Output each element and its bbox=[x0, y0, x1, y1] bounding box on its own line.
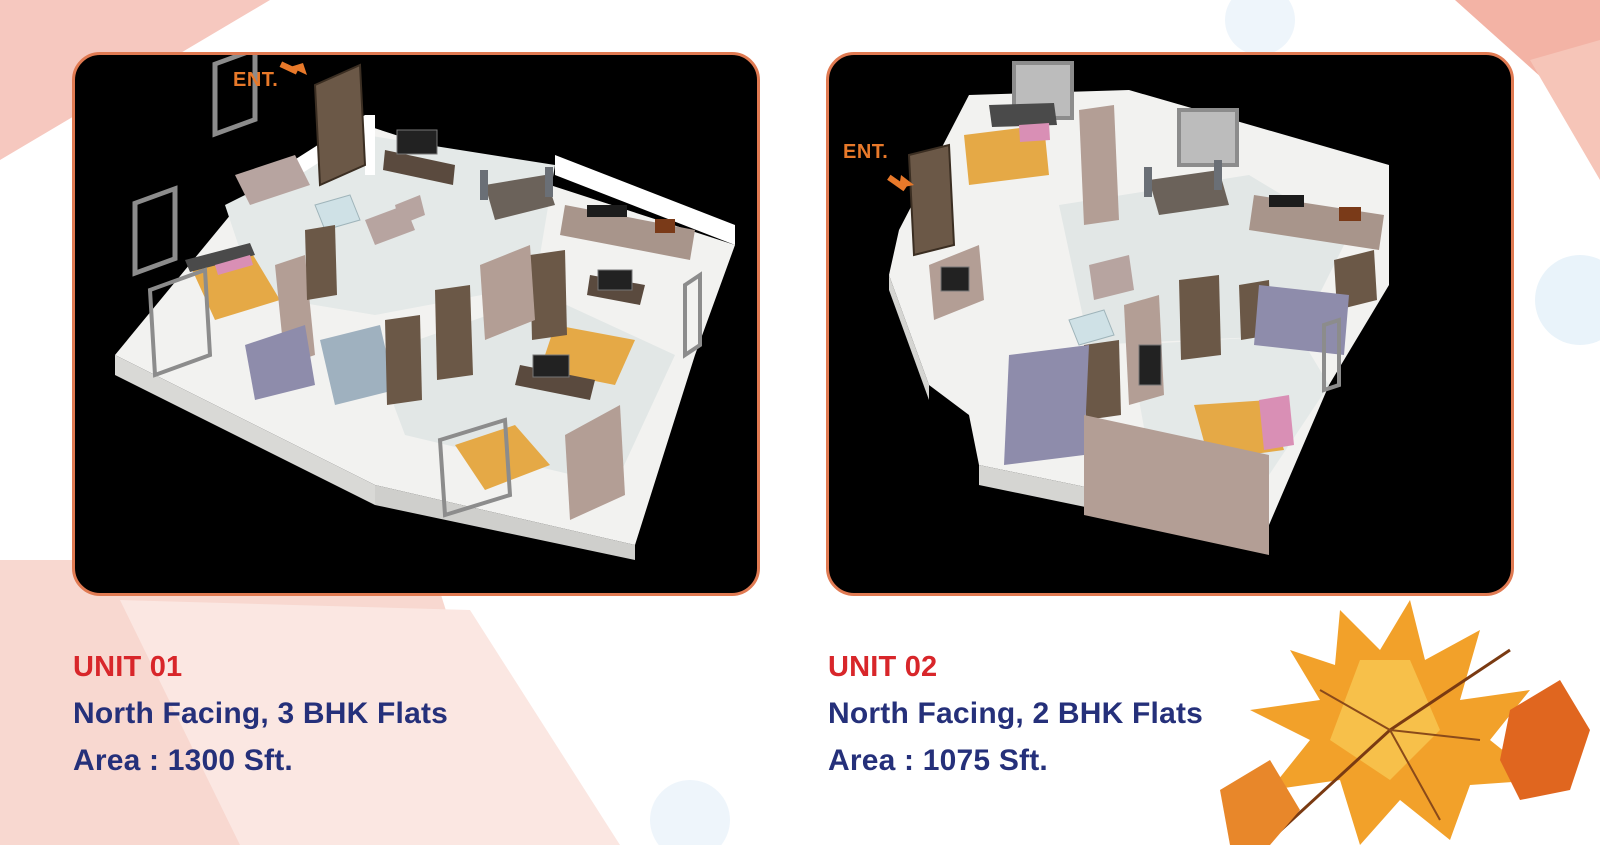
unit-02-floor-plan-render bbox=[887, 61, 1389, 555]
unit-01-floor-plan-render bbox=[115, 55, 735, 560]
entrance-label: ENT. bbox=[233, 69, 279, 91]
unit-area: Area : 1300 Sft. bbox=[73, 744, 293, 777]
unit-title: UNIT 01 bbox=[73, 651, 183, 683]
unit-01-caption: UNIT 01 North Facing, 3 BHK Flats Area :… bbox=[73, 644, 448, 784]
entrance-label: ENT. bbox=[843, 141, 889, 163]
unit-01-floor-plan: ENT. bbox=[72, 52, 760, 596]
unit-facing: North Facing, 2 BHK Flats bbox=[828, 697, 1204, 730]
unit-title: UNIT 02 bbox=[828, 651, 938, 683]
unit-facing: North Facing, 3 BHK Flats bbox=[73, 697, 449, 730]
unit-02-floor-plan: ENT. bbox=[826, 52, 1514, 596]
maple-leaf-decoration bbox=[1220, 600, 1590, 845]
unit-area: Area : 1075 Sft. bbox=[828, 744, 1048, 777]
unit-02-caption: UNIT 02 North Facing, 2 BHK Flats Area :… bbox=[828, 644, 1203, 784]
